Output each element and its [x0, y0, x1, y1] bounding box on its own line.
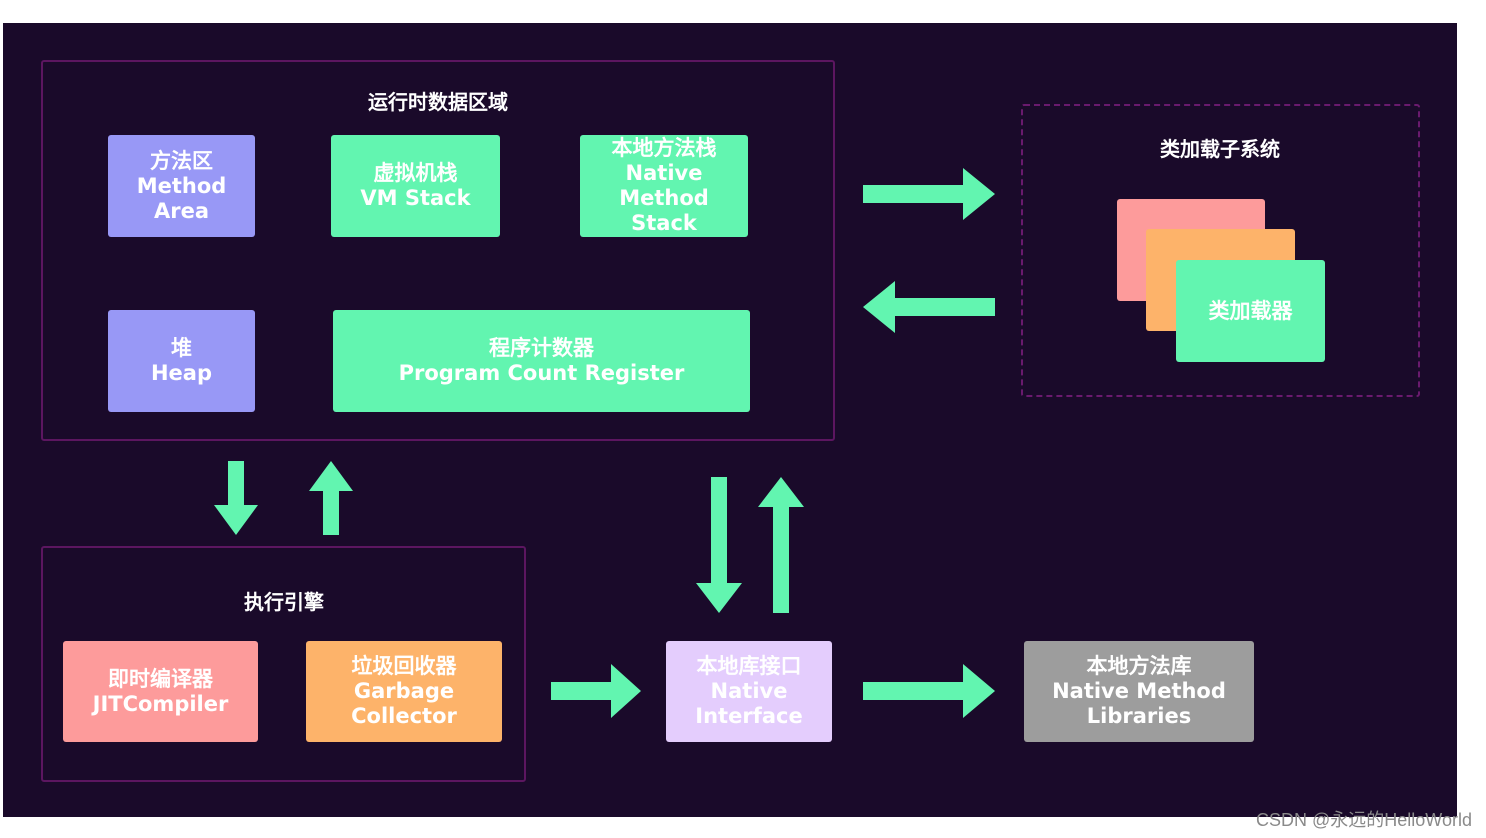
vm-stack-line-2: VM Stack: [360, 186, 471, 210]
arrow-right-to-class-loader: [863, 168, 995, 220]
program-counter-line-1: 程序计数器: [489, 336, 594, 360]
vm-stack-box: 虚拟机栈 VM Stack: [331, 135, 500, 237]
native-libraries-line-1: 本地方法库: [1086, 654, 1192, 678]
native-method-libraries-box: 本地方法库 Native Method Libraries: [1024, 641, 1254, 742]
heap-line-1: 堆: [171, 336, 192, 360]
native-interface-line-1: 本地库接口: [696, 654, 802, 678]
arrow-right-to-native-libraries: [863, 664, 995, 718]
program-counter-line-2: Program Count Register: [398, 361, 685, 385]
native-stack-line-1: 本地方法栈: [611, 136, 717, 160]
class-loader-subsystem-frame: [1021, 104, 1420, 397]
class-loader-subsystem-title: 类加载子系统: [1160, 137, 1280, 161]
runtime-data-area-frame: [41, 60, 835, 441]
native-stack-line-4: Stack: [631, 211, 697, 235]
class-loader-card-front: 类加载器: [1176, 260, 1325, 362]
native-method-stack-box: 本地方法栈 Native Method Stack: [580, 135, 748, 237]
garbage-collector-box: 垃圾回收器 Garbage Collector: [306, 641, 502, 742]
heap-line-2: Heap: [150, 361, 213, 385]
jit-line-1: 即时编译器: [108, 666, 213, 691]
native-stack-line-2: Native: [625, 161, 703, 185]
gc-line-3: Collector: [351, 704, 457, 728]
class-loader-label: 类加载器: [1208, 298, 1293, 323]
arrow-left-from-class-loader: [863, 281, 995, 333]
arrow-down-to-native-interface: [696, 477, 742, 613]
arrow-up-from-native-interface: [758, 477, 804, 613]
program-counter-box: 程序计数器 Program Count Register: [333, 310, 750, 412]
heap-box: 堆 Heap: [108, 310, 255, 412]
csdn-watermark: CSDN @永远的HelloWorld: [1256, 810, 1472, 830]
native-libraries-line-2: Native Method: [1052, 679, 1226, 703]
jit-compiler-box: 即时编译器 JITCompiler: [63, 641, 258, 742]
native-interface-line-3: Interface: [695, 704, 803, 728]
method-area-line-1: 方法区: [150, 148, 213, 173]
method-area-line-3: Area: [153, 198, 210, 223]
native-interface-line-2: Native: [710, 679, 788, 703]
runtime-data-area-title: 运行时数据区域: [368, 90, 508, 114]
method-area-box: 方法区 Method Area: [108, 135, 255, 237]
arrow-down-to-execution-engine: [214, 461, 258, 535]
native-libraries-line-3: Libraries: [1086, 704, 1192, 728]
jit-line-2: JITCompiler: [92, 691, 229, 716]
native-interface-box: 本地库接口 Native Interface: [666, 641, 832, 742]
gc-line-2: Garbage: [353, 679, 455, 703]
gc-line-1: 垃圾回收器: [351, 654, 457, 678]
arrow-up-to-runtime-area: [309, 461, 353, 535]
arrow-right-to-native-interface: [551, 664, 641, 718]
execution-engine-frame: [41, 546, 526, 782]
vm-stack-line-1: 虚拟机栈: [373, 161, 458, 185]
native-stack-line-3: Method: [619, 186, 709, 210]
execution-engine-title: 执行引擎: [244, 590, 324, 614]
method-area-line-2: Method: [136, 173, 227, 198]
